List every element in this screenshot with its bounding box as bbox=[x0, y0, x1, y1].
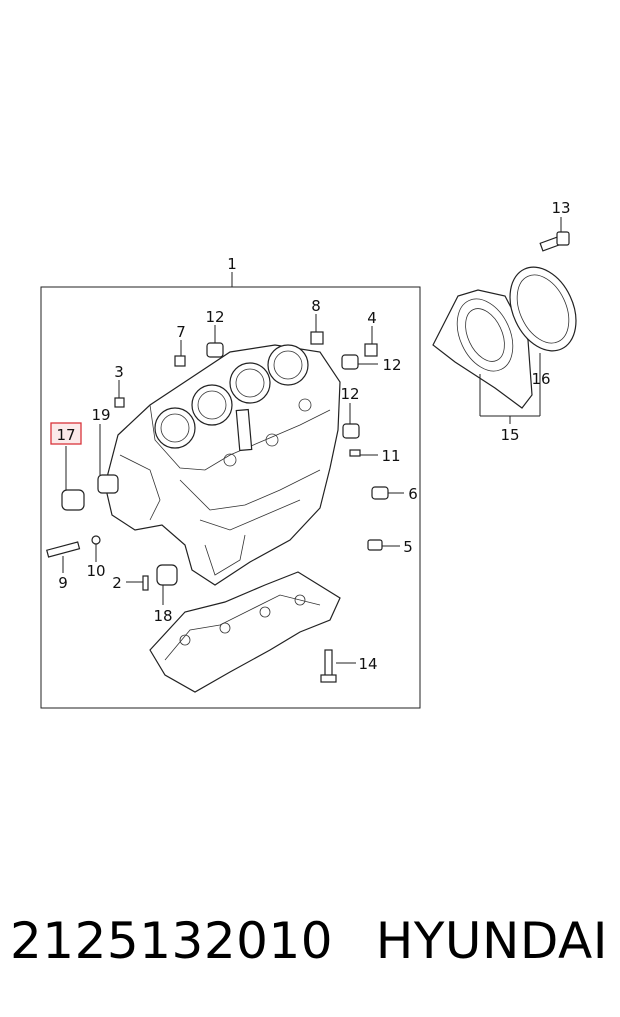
brand-name: HYUNDAI bbox=[375, 912, 608, 970]
cap-12-b bbox=[341, 354, 359, 370]
bearing-ladder-frame bbox=[149, 571, 341, 693]
pin-10 bbox=[91, 535, 101, 545]
engine-block bbox=[104, 344, 341, 586]
callout-18: 18 bbox=[153, 607, 172, 625]
callout-8: 8 bbox=[311, 297, 321, 315]
callout-17: 17 bbox=[56, 426, 75, 444]
part-number: 2125132010 bbox=[10, 912, 334, 970]
callout-11: 11 bbox=[381, 447, 400, 465]
callout-14: 14 bbox=[358, 655, 377, 673]
bolt-9 bbox=[46, 541, 81, 558]
rear-oil-seal bbox=[509, 266, 577, 352]
plug-8 bbox=[310, 331, 324, 345]
bolt-5 bbox=[367, 539, 383, 551]
highlight-box-17 bbox=[50, 422, 82, 445]
plug-7 bbox=[174, 355, 186, 367]
plug-4 bbox=[364, 343, 378, 357]
callout-19: 19 bbox=[91, 406, 110, 424]
assembly-frame bbox=[40, 286, 421, 709]
plug-6 bbox=[371, 486, 389, 500]
callout-5: 5 bbox=[403, 538, 413, 556]
bushing-19 bbox=[97, 474, 119, 494]
caption: 2125132010 HYUNDAI bbox=[0, 906, 620, 976]
bushing-18 bbox=[156, 564, 178, 586]
callout-10: 10 bbox=[86, 562, 105, 580]
callout-12-b: 12 bbox=[382, 356, 401, 374]
callout-6: 6 bbox=[408, 485, 418, 503]
bolt-13 bbox=[539, 231, 570, 252]
cap-12-c bbox=[342, 423, 360, 439]
bolt-14-head bbox=[320, 674, 337, 683]
callout-2: 2 bbox=[112, 574, 122, 592]
pin-11 bbox=[349, 449, 361, 457]
callout-4: 4 bbox=[367, 309, 377, 327]
callout-9: 9 bbox=[58, 574, 68, 592]
callout-12-c: 12 bbox=[340, 385, 359, 403]
rear-seal-case bbox=[432, 289, 533, 409]
callout-12-a: 12 bbox=[205, 308, 224, 326]
callout-3: 3 bbox=[114, 363, 124, 381]
bushing-17 bbox=[61, 489, 85, 511]
callout-1: 1 bbox=[227, 255, 237, 273]
plug-3 bbox=[114, 397, 125, 408]
cap-12-a bbox=[206, 342, 224, 358]
callout-13: 13 bbox=[551, 199, 570, 217]
callout-16: 16 bbox=[531, 370, 550, 388]
callout-7: 7 bbox=[176, 323, 186, 341]
pin-2 bbox=[142, 575, 149, 591]
callout-15: 15 bbox=[500, 426, 519, 444]
